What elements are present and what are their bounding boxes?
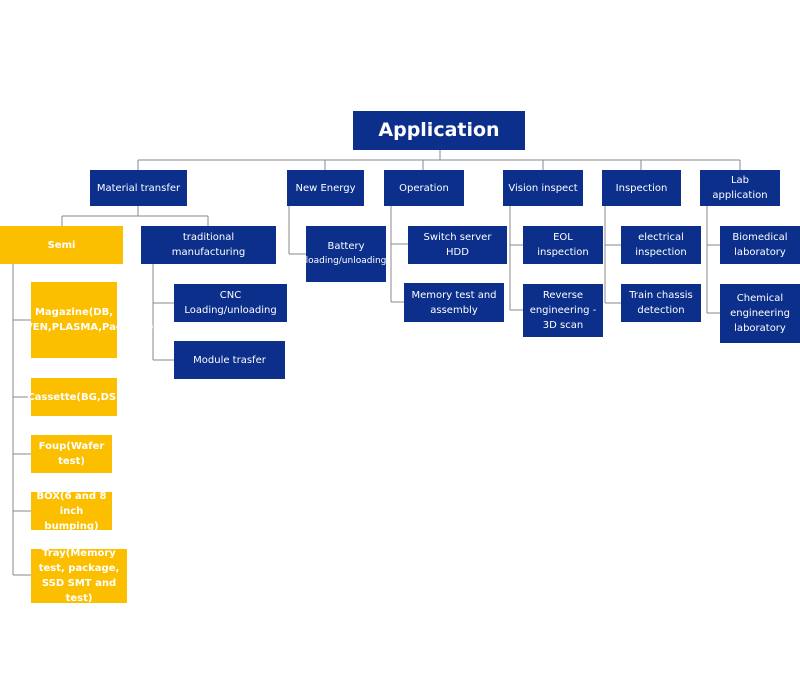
node-label: Chemical engineering laboratory (730, 293, 790, 334)
node-label-line1: traditional (182, 232, 235, 243)
semi-item-foup: Foup(Wafer test) (31, 435, 112, 473)
operation-item-switch-server: Switch server HDD (408, 226, 507, 264)
node-label: Train chassis detection (629, 290, 693, 316)
node-traditional-manufacturing: traditional manufacturing (141, 226, 276, 264)
semi-item-magazine: Magazine(DB, WB,OVEN,PLASMA,Package) (0, 282, 154, 358)
node-label: electrical inspection (635, 232, 687, 258)
node-label: Tray(Memory test, package, SSD SMT and t… (38, 548, 120, 604)
lab-item-chemical: Chemical engineering laboratory (720, 284, 800, 343)
node-label-line2: loading/unloading (305, 256, 387, 266)
node-label: Reverse engineering - 3D scan (529, 290, 597, 331)
operation-item-memory-test: Memory test and assembly (404, 283, 504, 322)
semi-item-box: BOX(6 and 8 inch bumping) (31, 491, 112, 532)
category-new-energy: New Energy (287, 170, 364, 206)
vision-item-reverse-engineering: Reverse engineering - 3D scan (523, 284, 603, 337)
node-label: BOX(6 and 8 inch bumping) (36, 490, 107, 532)
inspection-item-train-chassis: Train chassis detection (621, 284, 701, 322)
vision-item-eol: EOL inspection (523, 226, 603, 264)
inspection-item-electrical: electrical inspection (621, 226, 701, 264)
node-label-line1: Battery (327, 241, 365, 252)
category-lab-application: Lab application (700, 170, 780, 206)
category-label: New Energy (295, 182, 356, 194)
category-label: Lab application (712, 175, 768, 201)
category-label: Material transfer (96, 182, 181, 194)
node-label: Foup(Wafer test) (38, 441, 105, 467)
node-semi: Semi (0, 226, 123, 264)
node-label-line2: manufacturing (171, 247, 246, 258)
new-energy-item-battery: Battery loading/unloading (306, 226, 386, 282)
root-label: Application (378, 119, 500, 141)
node-label: CNC Loading/unloading (184, 290, 277, 316)
category-material-transfer: Material transfer (90, 170, 187, 206)
semi-item-cassette: Cassette(BG,DS) (27, 378, 121, 416)
category-label: Operation (399, 182, 449, 194)
node-label: Module trasfer (193, 354, 266, 366)
category-label: Vision inspect (508, 182, 578, 194)
lab-item-biomedical: Biomedical laboratory (720, 226, 800, 264)
semi-item-tray: Tray(Memory test, package, SSD SMT and t… (31, 548, 127, 604)
root-node: Application (353, 111, 525, 150)
node-label: EOL inspection (537, 232, 589, 258)
category-vision-inspect: Vision inspect (503, 170, 583, 206)
node-label: Semi (47, 239, 76, 251)
node-label: Cassette(BG,DS) (27, 391, 121, 403)
node-label: Switch server HDD (423, 232, 492, 258)
category-inspection: Inspection (602, 170, 681, 206)
category-operation: Operation (384, 170, 464, 206)
node-label: Magazine(DB, WB,OVEN,PLASMA,Package) (0, 307, 154, 333)
node-label: Biomedical laboratory (732, 232, 788, 258)
node-label: Memory test and assembly (411, 289, 497, 316)
traditional-item-module-trasfer: Module trasfer (174, 341, 285, 379)
category-label: Inspection (615, 182, 668, 194)
traditional-item-cnc: CNC Loading/unloading (174, 284, 287, 322)
